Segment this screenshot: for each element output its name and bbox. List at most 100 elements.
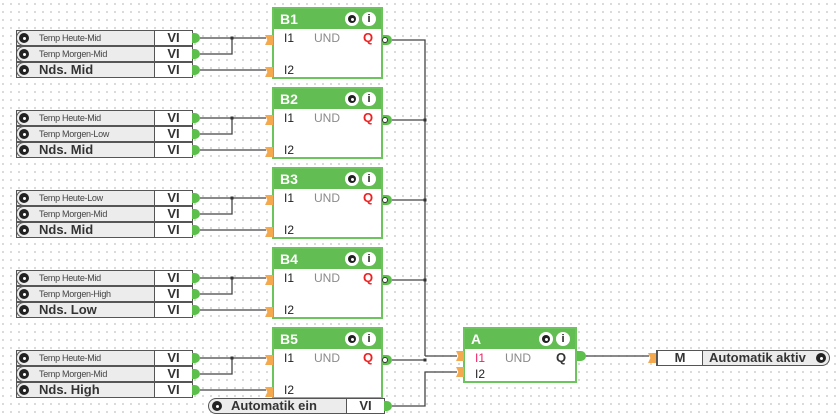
output-port[interactable] <box>192 145 200 155</box>
info-icon[interactable]: i <box>362 252 376 266</box>
gear-icon[interactable] <box>213 402 221 410</box>
input-gear-cap <box>16 206 32 222</box>
input-port-i2[interactable] <box>265 307 273 317</box>
gear-icon[interactable] <box>345 12 359 26</box>
input-port-i2[interactable] <box>265 227 273 237</box>
info-icon[interactable]: i <box>362 172 376 186</box>
input-port-i2[interactable] <box>456 367 464 377</box>
output-port[interactable] <box>192 193 200 203</box>
gear-icon[interactable] <box>20 50 28 58</box>
output-port[interactable] <box>192 369 200 379</box>
gear-icon[interactable] <box>345 92 359 106</box>
output-port[interactable] <box>192 353 200 363</box>
output-port[interactable] <box>192 289 200 299</box>
output-port[interactable] <box>192 273 200 283</box>
wire-and-merge <box>200 118 233 135</box>
output-port[interactable] <box>192 49 200 59</box>
input-automatik-ein[interactable]: Automatik ein VI <box>208 398 385 414</box>
input-port-i1[interactable] <box>265 355 273 365</box>
output-port[interactable] <box>192 385 200 395</box>
input-port-i1[interactable] <box>265 195 273 205</box>
output-port[interactable] <box>192 225 200 235</box>
info-icon[interactable]: i <box>556 332 570 346</box>
info-icon[interactable]: i <box>362 92 376 106</box>
output-port-q[interactable] <box>382 355 392 365</box>
input-port-i2[interactable] <box>265 67 273 77</box>
output-automatik-aktiv[interactable]: M Automatik aktiv <box>656 350 830 366</box>
input-name: Temp Morgen-High <box>39 289 111 299</box>
output-port-q[interactable] <box>382 195 392 205</box>
input-port-output[interactable] <box>648 353 656 363</box>
gear-icon[interactable] <box>20 306 28 314</box>
gear-icon[interactable] <box>345 252 359 266</box>
gear-icon[interactable] <box>20 370 28 378</box>
block-final-and[interactable]: A i I1 UND Q I2 <box>463 327 577 383</box>
pin-i1: I1 <box>284 351 295 365</box>
gear-icon[interactable] <box>20 386 28 394</box>
output-port-q[interactable] <box>382 275 392 285</box>
gear-icon[interactable] <box>20 130 28 138</box>
wire-junction <box>230 356 234 360</box>
pin-i2: I2 <box>284 223 295 237</box>
gear-icon[interactable] <box>20 274 28 282</box>
pin-q: Q <box>363 350 374 365</box>
input-port-i2[interactable] <box>265 387 273 397</box>
gear-icon[interactable] <box>20 194 28 202</box>
gear-icon[interactable] <box>20 146 28 154</box>
gear-icon[interactable] <box>20 114 28 122</box>
input-port-i1[interactable] <box>265 275 273 285</box>
info-icon[interactable]: i <box>362 12 376 26</box>
output-port[interactable] <box>192 65 200 75</box>
pin-q: Q <box>363 190 374 205</box>
input-port-i2[interactable] <box>265 147 273 157</box>
gear-icon[interactable] <box>539 332 553 346</box>
gear-icon[interactable] <box>345 332 359 346</box>
gear-icon[interactable] <box>20 226 28 234</box>
gear-icon[interactable] <box>20 290 28 298</box>
gear-icon[interactable] <box>20 354 28 362</box>
output-port[interactable] <box>192 305 200 315</box>
input-name: Temp Heute-Mid <box>39 353 101 363</box>
output-port[interactable] <box>384 401 392 411</box>
gear-icon[interactable] <box>345 172 359 186</box>
input-port-i1[interactable] <box>265 35 273 45</box>
info-icon[interactable]: i <box>362 332 376 346</box>
output-port-q[interactable] <box>577 351 586 361</box>
input-name: Nds. Mid <box>39 142 94 157</box>
output-port-q[interactable] <box>382 35 392 45</box>
gear-icon[interactable] <box>20 210 28 218</box>
gear-icon[interactable] <box>20 34 28 42</box>
input-port-i1[interactable] <box>456 351 464 361</box>
output-port[interactable] <box>192 33 200 43</box>
output-port-q[interactable] <box>382 115 392 125</box>
output-port[interactable] <box>192 113 200 123</box>
gear-icon[interactable] <box>20 66 28 74</box>
output-port[interactable] <box>192 209 200 219</box>
input-port-i1[interactable] <box>265 115 273 125</box>
gear-icon[interactable] <box>817 354 825 362</box>
input-name: Temp Morgen-Mid <box>39 369 108 379</box>
output-port[interactable] <box>192 129 200 139</box>
input-name: Temp Heute-Mid <box>39 273 101 283</box>
